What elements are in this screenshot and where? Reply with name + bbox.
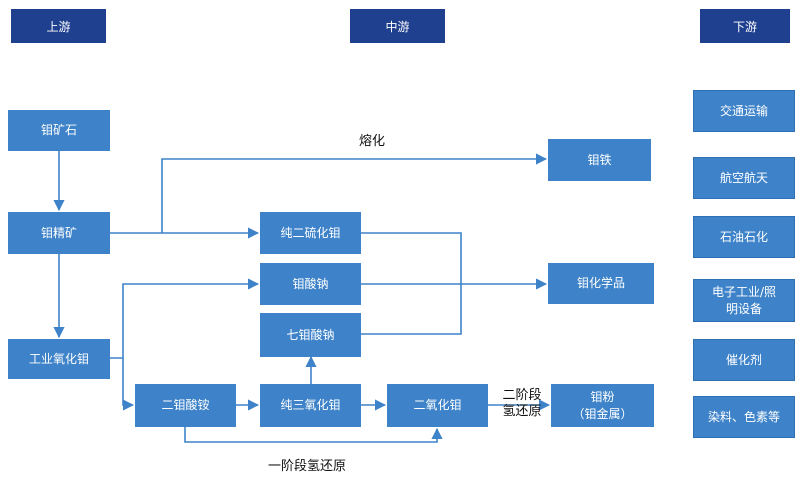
node-industrial-moly-oxide-label: 工业氧化钼: [28, 351, 89, 366]
node-moly-dioxide: 二氧化钼: [387, 384, 488, 427]
label-two-stage-reduction-line1: 二阶段: [502, 388, 542, 403]
node-ferromolybdenum-label: 钼铁: [587, 152, 612, 167]
node-moly-ore-label: 钼矿石: [40, 123, 77, 137]
node-pure-moly-disulfide-label: 纯二硫化钼: [280, 225, 341, 240]
header-upstream: 上游: [11, 9, 106, 43]
node-industrial-moly-oxide: 工业氧化钼: [8, 339, 110, 379]
arrow-oxide-to-ammonium: [122, 358, 135, 411]
node-sodium-heptamolybdate-label: 七钼酸钠: [286, 327, 335, 342]
downstream-dyes-pigments-label: 染料、色素等: [707, 409, 780, 424]
node-ferromolybdenum: 钼铁: [548, 139, 651, 181]
downstream-aerospace-label: 航空航天: [719, 170, 768, 185]
node-pure-moly-trioxide-label: 纯三氧化钼: [280, 398, 341, 412]
label-two-stage-reduction-line2: 氢还原: [502, 404, 542, 419]
downstream-electronics: 电子工业/照明设备: [693, 279, 795, 322]
node-moly-dioxide-label: 二氧化钼: [413, 398, 462, 412]
downstream-transport: 交通运输: [693, 90, 795, 132]
node-moly-powder-label: 钼粉: [590, 389, 615, 404]
arrow-oxide-to-sodium-molybdate: [110, 278, 260, 359]
label-smelting: 熔化: [358, 134, 385, 149]
node-moly-powder: 钼粉 （钼金属）: [551, 384, 654, 427]
node-moly-concentrate: 钼精矿: [8, 212, 110, 254]
downstream-catalyst: 催化剂: [693, 339, 795, 381]
downstream-transport-label: 交通运输: [719, 103, 768, 118]
node-moly-chemicals: 钼化学品: [548, 263, 654, 304]
downstream-aerospace: 航空航天: [693, 157, 795, 199]
downstream-petrochemical-label: 石油石化: [719, 229, 768, 244]
downstream-dyes-pigments: 染料、色素等: [693, 396, 795, 438]
label-two-stage-reduction: 二阶段 氢还原: [499, 388, 545, 420]
node-sodium-molybdate: 钼酸钠: [260, 263, 361, 305]
header-downstream: 下游: [700, 9, 790, 43]
node-moly-ore: 钼矿石: [8, 110, 110, 151]
node-pure-moly-disulfide: 纯二硫化钼: [260, 212, 361, 254]
downstream-catalyst-label: 催化剂: [725, 352, 762, 367]
label-one-stage-reduction: 一阶段氢还原: [267, 459, 346, 474]
node-pure-moly-trioxide: 纯三氧化钼: [260, 384, 361, 427]
header-midstream: 中游: [350, 9, 445, 43]
node-ammonium-dimolybdate: 二钼酸铵: [135, 384, 236, 427]
node-moly-chemicals-label: 钼化学品: [576, 276, 625, 290]
node-sodium-heptamolybdate: 七钼酸钠: [260, 313, 361, 357]
downstream-petrochemical: 石油石化: [693, 216, 795, 258]
node-ammonium-dimolybdate-label: 二钼酸铵: [161, 398, 210, 412]
arrow-concentrate-to-ferromoly: [161, 153, 548, 233]
downstream-electronics-label: 电子工业/照明设备: [711, 284, 777, 316]
node-moly-concentrate-label: 钼精矿: [40, 225, 77, 240]
node-moly-powder-sublabel: （钼金属）: [572, 406, 633, 421]
arrow-ammonium-to-dioxide: [184, 427, 443, 443]
node-sodium-molybdate-label: 钼酸钠: [292, 276, 329, 291]
